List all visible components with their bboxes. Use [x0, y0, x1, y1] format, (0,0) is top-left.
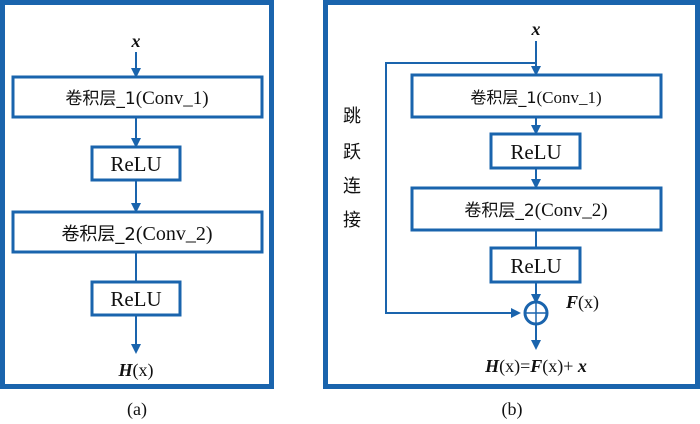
panel-a: x 卷积层_1(Conv_1) ReLU 卷积层_2(Conv_2) ReLU … [0, 0, 274, 389]
conv2-label-b: 卷积层_2(Conv_2) [464, 200, 607, 221]
relu2-block [90, 280, 182, 317]
skip-label-char-4: 接 [343, 210, 361, 231]
panel-a-caption: (a) [127, 399, 147, 420]
panel-b-caption: (b) [502, 399, 523, 420]
panel-b: x 跳 跃 连 接 卷积层_1(Conv_1) ReLU 卷积层_2(Conv_… [323, 0, 700, 389]
relu2-label: ReLU [110, 287, 161, 311]
skip-label-char-2: 跃 [343, 142, 361, 163]
conv2-block-b [410, 186, 663, 232]
relu1-block-b [489, 132, 582, 170]
panel-b-input-label: x [531, 19, 541, 39]
relu2-label-b: ReLU [510, 254, 561, 278]
skip-label-char-3: 连 [343, 176, 361, 197]
conv1-label: 卷积层_1(Conv_1) [65, 88, 208, 109]
residual-label: F(x) [565, 292, 599, 313]
panel-b-output-equation: H(x)=F(x)+ x [484, 356, 587, 377]
relu1-label-b: ReLU [510, 140, 561, 164]
skip-label-char-1: 跳 [343, 106, 361, 127]
skip-connection-path [385, 62, 536, 318]
conv1-block-b [410, 73, 663, 119]
relu2-block-b [489, 246, 582, 284]
conv1-block [11, 75, 264, 119]
panel-a-output-label: H(x) [117, 360, 153, 381]
conv2-label: 卷积层_2(Conv_2) [61, 223, 212, 245]
relu1-label: ReLU [110, 152, 161, 176]
relu1-block [90, 145, 182, 182]
adder-plus-circle-icon [523, 300, 549, 326]
conv2-block [11, 210, 264, 254]
panel-a-input-label: x [131, 31, 141, 51]
conv1-label-b: 卷积层_1(Conv_1) [470, 88, 601, 108]
